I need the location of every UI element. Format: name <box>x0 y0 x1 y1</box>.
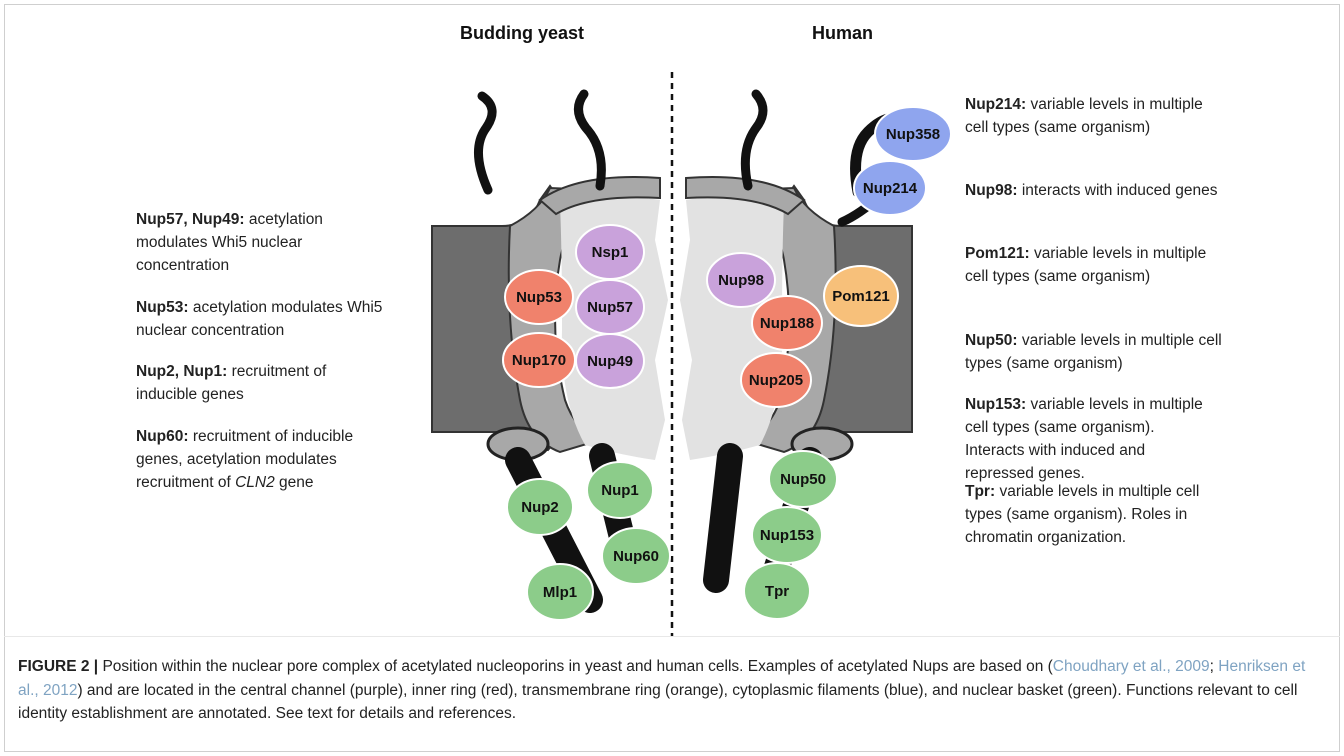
nup-nup1: Nup1 <box>587 462 653 518</box>
nup-mlp1-label: Mlp1 <box>543 584 577 601</box>
nup-nup214: Nup214 <box>854 161 926 215</box>
nup-nup188-label: Nup188 <box>760 315 814 332</box>
nup-nup205: Nup205 <box>741 353 811 407</box>
caption-label: FIGURE 2 | <box>18 658 98 675</box>
nup-tpr-label: Tpr <box>765 583 789 600</box>
nup-nup53: Nup53 <box>505 270 573 324</box>
caption-divider <box>4 636 1340 637</box>
nup-nup98-label: Nup98 <box>718 272 764 289</box>
caption-text: Position within the nuclear pore complex… <box>102 658 1052 675</box>
nup-mlp1: Mlp1 <box>527 564 593 620</box>
nup-nup53-label: Nup53 <box>516 289 562 306</box>
figure-caption: FIGURE 2 | Position within the nuclear p… <box>18 655 1330 726</box>
nup-nup358-label: Nup358 <box>886 126 940 143</box>
caption-separator: ; <box>1210 658 1219 675</box>
nup-nup2-label: Nup2 <box>521 499 559 516</box>
nup-nup49: Nup49 <box>576 334 644 388</box>
nup-nup50: Nup50 <box>769 451 837 507</box>
human-cytoplasmic-filament <box>745 94 763 186</box>
nup-nup60-label: Nup60 <box>613 548 659 565</box>
caption-text: ) and are located in the central channel… <box>18 682 1297 723</box>
nup-tpr: Tpr <box>744 563 810 619</box>
nup-nup49-label: Nup49 <box>587 353 633 370</box>
nup-pom121-label: Pom121 <box>832 288 890 305</box>
yeast-cytoplasmic-filament <box>478 96 492 190</box>
nup-nup170-label: Nup170 <box>512 352 566 369</box>
yeast-cytoplasmic-filament <box>578 94 601 186</box>
nup-nup50-label: Nup50 <box>780 471 826 488</box>
caption-reference-link[interactable]: Choudhary et al., 2009 <box>1053 658 1210 675</box>
nup-nup2: Nup2 <box>507 479 573 535</box>
nup-nup170: Nup170 <box>503 333 575 387</box>
nup-nsp1-label: Nsp1 <box>592 244 629 261</box>
nup-nup214-label: Nup214 <box>863 180 918 197</box>
nup-nup358: Nup358 <box>875 107 951 161</box>
human-basket-filament <box>716 456 730 580</box>
nup-nup57: Nup57 <box>576 280 644 334</box>
nup-pom121: Pom121 <box>824 266 898 326</box>
nup-nsp1: Nsp1 <box>576 225 644 279</box>
nuclear-pore-diagram: Nsp1 Nup57 Nup49 Nup53 Nup170 Nup2 Nup1 … <box>0 0 1344 640</box>
nup-nup1-label: Nup1 <box>601 482 639 499</box>
nup-nup98: Nup98 <box>707 253 775 307</box>
nup-nup57-label: Nup57 <box>587 299 633 316</box>
nup-nup205-label: Nup205 <box>749 372 803 389</box>
nup-nup153-label: Nup153 <box>760 527 814 544</box>
nup-nup60: Nup60 <box>602 528 670 584</box>
nup-nup153: Nup153 <box>752 507 822 563</box>
nup-nup188: Nup188 <box>752 296 822 350</box>
